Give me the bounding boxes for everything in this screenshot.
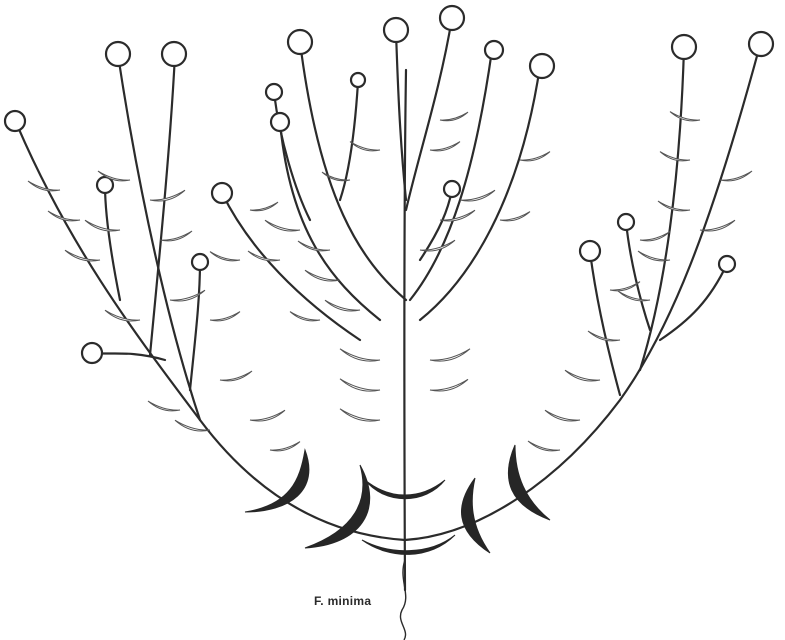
flower-bud <box>192 254 208 270</box>
flower-bud <box>440 6 464 30</box>
flower-bud <box>749 32 773 56</box>
flower-bud <box>106 42 130 66</box>
stem <box>410 50 492 300</box>
bract <box>461 478 490 553</box>
leaf <box>430 379 468 391</box>
flower-bud <box>444 181 460 197</box>
stem <box>190 262 200 390</box>
stem <box>626 222 650 330</box>
flower-bud <box>351 73 365 87</box>
bract <box>305 465 370 548</box>
leaf <box>440 112 468 121</box>
flower-bud <box>82 343 102 363</box>
stem <box>150 55 175 355</box>
stem <box>404 70 406 590</box>
flower-bud <box>530 54 554 78</box>
leaf <box>720 171 752 181</box>
leaf <box>520 152 550 161</box>
leaf <box>290 312 320 321</box>
flower-bud <box>288 30 312 54</box>
leaf <box>500 212 530 221</box>
leaf <box>85 220 120 231</box>
flower-bud <box>580 241 600 261</box>
leaf <box>48 211 80 221</box>
leaf <box>340 379 380 391</box>
species-caption: F. minima <box>314 594 371 608</box>
leaf <box>420 240 455 251</box>
flower-bud <box>5 111 25 131</box>
flower-bud <box>97 177 113 193</box>
leaf <box>618 291 650 301</box>
leaf <box>210 312 240 321</box>
leaf <box>250 202 278 211</box>
leaf <box>150 190 185 201</box>
leaf <box>270 442 300 451</box>
flower-bud <box>485 41 503 59</box>
flower-bud <box>162 42 186 66</box>
flower-bud <box>266 84 282 100</box>
bract <box>245 450 309 512</box>
leaf <box>160 231 192 241</box>
leaf <box>340 349 380 361</box>
flower-bud <box>271 113 289 131</box>
leaf <box>430 349 470 361</box>
bract <box>508 445 550 520</box>
leaf <box>670 112 700 121</box>
leaf <box>340 409 380 421</box>
stem <box>222 193 360 340</box>
leaf <box>528 441 560 451</box>
flower-bud <box>719 256 735 272</box>
leaf <box>430 142 460 151</box>
stem <box>105 185 120 300</box>
stem <box>660 264 727 340</box>
flower-bud <box>672 35 696 59</box>
leaf <box>210 252 240 261</box>
flower-bud <box>618 214 634 230</box>
leaf <box>545 410 580 421</box>
flower-bud <box>384 18 408 42</box>
leaf <box>660 152 690 161</box>
stem <box>406 18 452 210</box>
leaf <box>350 142 380 151</box>
stem <box>420 66 540 320</box>
flower-bud <box>212 183 232 203</box>
leaf <box>265 220 300 231</box>
leaf <box>640 232 670 241</box>
bract <box>362 535 455 554</box>
leaf <box>148 401 180 411</box>
stem <box>340 82 358 200</box>
leaf <box>325 300 360 311</box>
leaf <box>220 371 252 381</box>
leaf <box>565 370 600 381</box>
leaf <box>250 410 285 421</box>
stem <box>590 252 620 395</box>
leaf <box>460 190 495 201</box>
stem <box>405 45 760 540</box>
